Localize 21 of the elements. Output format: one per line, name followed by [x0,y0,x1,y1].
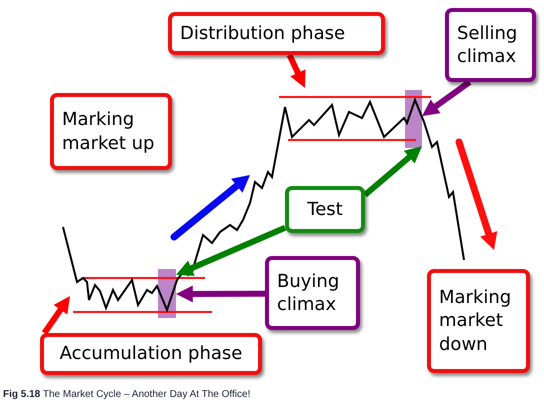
callout-text: Accumulation phase [60,342,242,366]
callout-text: Marking market down [439,286,512,356]
pointer-arrow [363,144,424,198]
callout-box [427,269,530,373]
callout-text: Test [307,198,343,222]
pointer-arrow [420,80,472,119]
pointer-arrow [42,294,72,335]
callout-box [265,256,360,330]
pointer-arrow [176,286,266,302]
callout-text: Distribution phase [180,22,346,46]
callout-text: Selling climax [457,22,518,68]
callout-box [445,8,536,82]
callout-box [40,333,262,375]
pointer-arrow [286,54,308,90]
figure-caption: Fig 5.18 The Market Cycle – Another Day At The Office! [3,389,250,400]
callout-text: Marking market up [62,108,156,155]
callout-box [50,93,172,170]
callout-box [285,186,365,233]
callout-text: Buying climax [277,270,340,316]
callout-box [168,12,385,55]
pointer-arrow [174,225,286,278]
